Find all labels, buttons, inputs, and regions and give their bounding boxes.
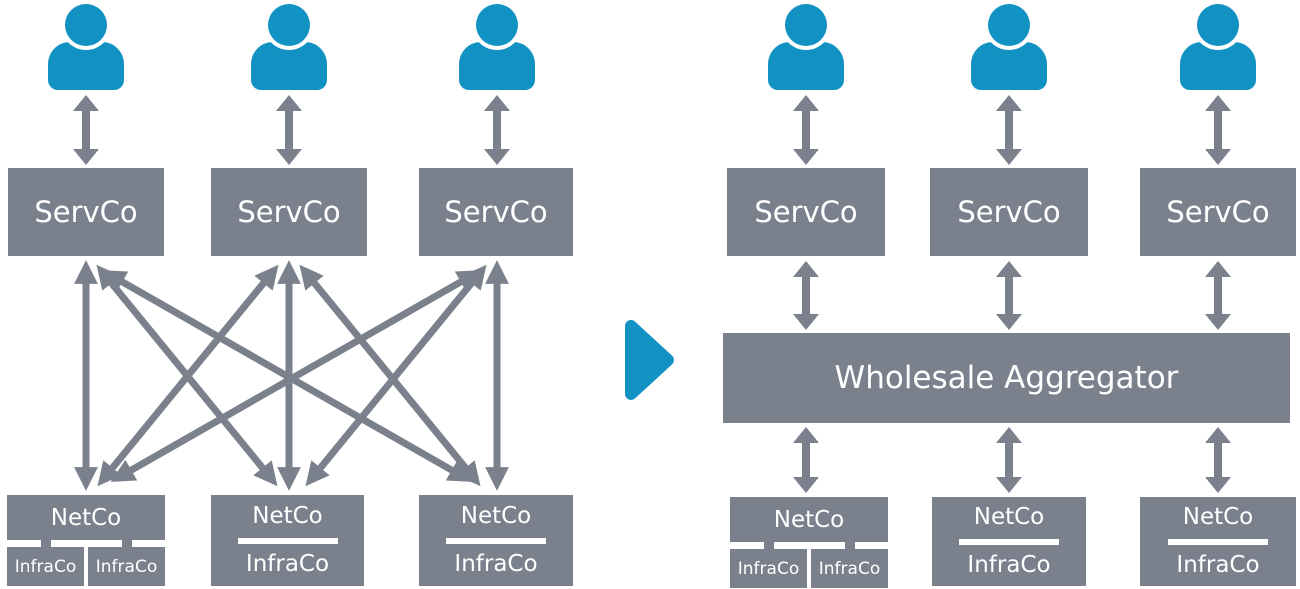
user-body-icon bbox=[971, 42, 1047, 90]
wholesale-aggregator-box: Wholesale Aggregator bbox=[723, 333, 1290, 423]
two-way-arrow-icon bbox=[996, 95, 1022, 165]
divider-line bbox=[959, 538, 1059, 545]
connector-stub bbox=[845, 542, 855, 549]
netco-infraco-group: NetCo InfraCo InfraCo bbox=[7, 495, 165, 586]
infraco-label: InfraCo bbox=[967, 551, 1051, 578]
user-head-icon bbox=[1197, 4, 1239, 46]
infraco-label: InfraCo bbox=[1176, 551, 1260, 578]
user-head-icon bbox=[785, 4, 827, 46]
two-way-arrow-icon bbox=[1205, 95, 1231, 165]
two-way-arrow-icon bbox=[1205, 427, 1231, 493]
infraco-box: InfraCo bbox=[7, 547, 84, 586]
servco-box: ServCo bbox=[727, 168, 885, 256]
netco-infraco-group: NetCo InfraCo InfraCo bbox=[730, 497, 888, 588]
right-triangle-arrow-icon bbox=[625, 320, 674, 400]
servco-label: ServCo bbox=[237, 195, 341, 229]
arrow-shaft bbox=[1005, 274, 1013, 317]
servco-box: ServCo bbox=[419, 168, 573, 256]
user-head-icon bbox=[268, 4, 310, 46]
netco-infraco-group: NetCo InfraCo bbox=[932, 497, 1086, 586]
infraco-box: InfraCo bbox=[811, 549, 888, 588]
two-way-arrow-icon bbox=[793, 95, 819, 165]
infraco-label: InfraCo bbox=[95, 556, 158, 577]
netco-label: NetCo bbox=[973, 504, 1045, 531]
user-body-icon bbox=[48, 42, 124, 90]
divider-line bbox=[446, 537, 546, 544]
user-icon bbox=[459, 4, 535, 90]
user-head-icon bbox=[476, 4, 518, 46]
arrow-shaft bbox=[1214, 274, 1222, 317]
netco-box: NetCo bbox=[730, 497, 888, 542]
netco-label: NetCo bbox=[252, 502, 323, 529]
infraco-label: InfraCo bbox=[818, 558, 881, 579]
netco-infraco-group: NetCo InfraCo bbox=[1140, 497, 1296, 586]
servco-label: ServCo bbox=[34, 195, 138, 229]
two-way-arrow-icon bbox=[73, 95, 99, 165]
divider-line bbox=[1168, 538, 1268, 545]
servco-label: ServCo bbox=[444, 195, 548, 229]
infraco-box: InfraCo bbox=[730, 549, 807, 588]
servco-label: ServCo bbox=[1166, 195, 1270, 229]
user-body-icon bbox=[768, 42, 844, 90]
netco-infraco-group: NetCo InfraCo bbox=[419, 495, 573, 586]
netco-label: NetCo bbox=[50, 504, 122, 531]
netco-label: NetCo bbox=[460, 502, 532, 529]
arrow-shaft bbox=[1214, 108, 1222, 152]
arrow-shaft bbox=[1005, 108, 1013, 152]
arrow-shaft bbox=[493, 108, 501, 152]
infraco-label: InfraCo bbox=[14, 556, 77, 577]
two-way-arrow-icon bbox=[276, 95, 302, 165]
arrow-shaft bbox=[802, 108, 810, 152]
arrow-shaft bbox=[1005, 440, 1013, 480]
two-way-arrow-icon bbox=[1205, 261, 1231, 330]
servco-label: ServCo bbox=[957, 195, 1061, 229]
two-way-arrow-icon bbox=[996, 427, 1022, 493]
user-body-icon bbox=[251, 42, 327, 90]
user-head-icon bbox=[988, 4, 1030, 46]
arrow-shaft bbox=[1214, 440, 1222, 480]
connection-arrow bbox=[299, 264, 481, 487]
user-body-icon bbox=[1180, 42, 1256, 90]
servco-box: ServCo bbox=[211, 168, 367, 256]
mesh-connections bbox=[74, 260, 509, 491]
infraco-box: InfraCo bbox=[88, 547, 165, 586]
infraco-label: InfraCo bbox=[454, 551, 538, 578]
two-way-arrow-icon bbox=[793, 261, 819, 330]
user-icon bbox=[1180, 4, 1256, 90]
connector-stub bbox=[41, 540, 51, 547]
user-icon bbox=[971, 4, 1047, 90]
connection-arrow bbox=[305, 264, 487, 487]
connector-stub bbox=[122, 540, 132, 547]
arrow-shaft bbox=[802, 274, 810, 317]
servco-box: ServCo bbox=[8, 168, 164, 256]
connector-stub bbox=[764, 542, 774, 549]
arrow-shaft bbox=[285, 108, 293, 152]
infraco-label: InfraCo bbox=[245, 551, 330, 578]
netco-label: NetCo bbox=[773, 506, 845, 533]
two-way-arrow-icon bbox=[484, 95, 510, 165]
two-way-arrow-icon bbox=[793, 427, 819, 493]
connection-arrow bbox=[110, 270, 482, 482]
servco-box: ServCo bbox=[930, 168, 1088, 256]
user-icon bbox=[48, 4, 124, 90]
user-body-icon bbox=[459, 42, 535, 90]
user-icon bbox=[251, 4, 327, 90]
user-head-icon bbox=[65, 4, 107, 46]
arrow-shaft bbox=[802, 440, 810, 480]
netco-label: NetCo bbox=[1182, 504, 1254, 531]
user-icon bbox=[768, 4, 844, 90]
divider-line bbox=[237, 537, 338, 544]
infraco-label: InfraCo bbox=[737, 558, 800, 579]
netco-infraco-group: NetCo InfraCo bbox=[211, 495, 364, 586]
servco-label: ServCo bbox=[754, 195, 858, 229]
netco-box: NetCo bbox=[7, 495, 165, 540]
wholesale-aggregator-label: Wholesale Aggregator bbox=[834, 360, 1179, 396]
servco-box: ServCo bbox=[1140, 168, 1296, 256]
two-way-arrow-icon bbox=[996, 261, 1022, 330]
arrow-shaft bbox=[82, 108, 90, 152]
